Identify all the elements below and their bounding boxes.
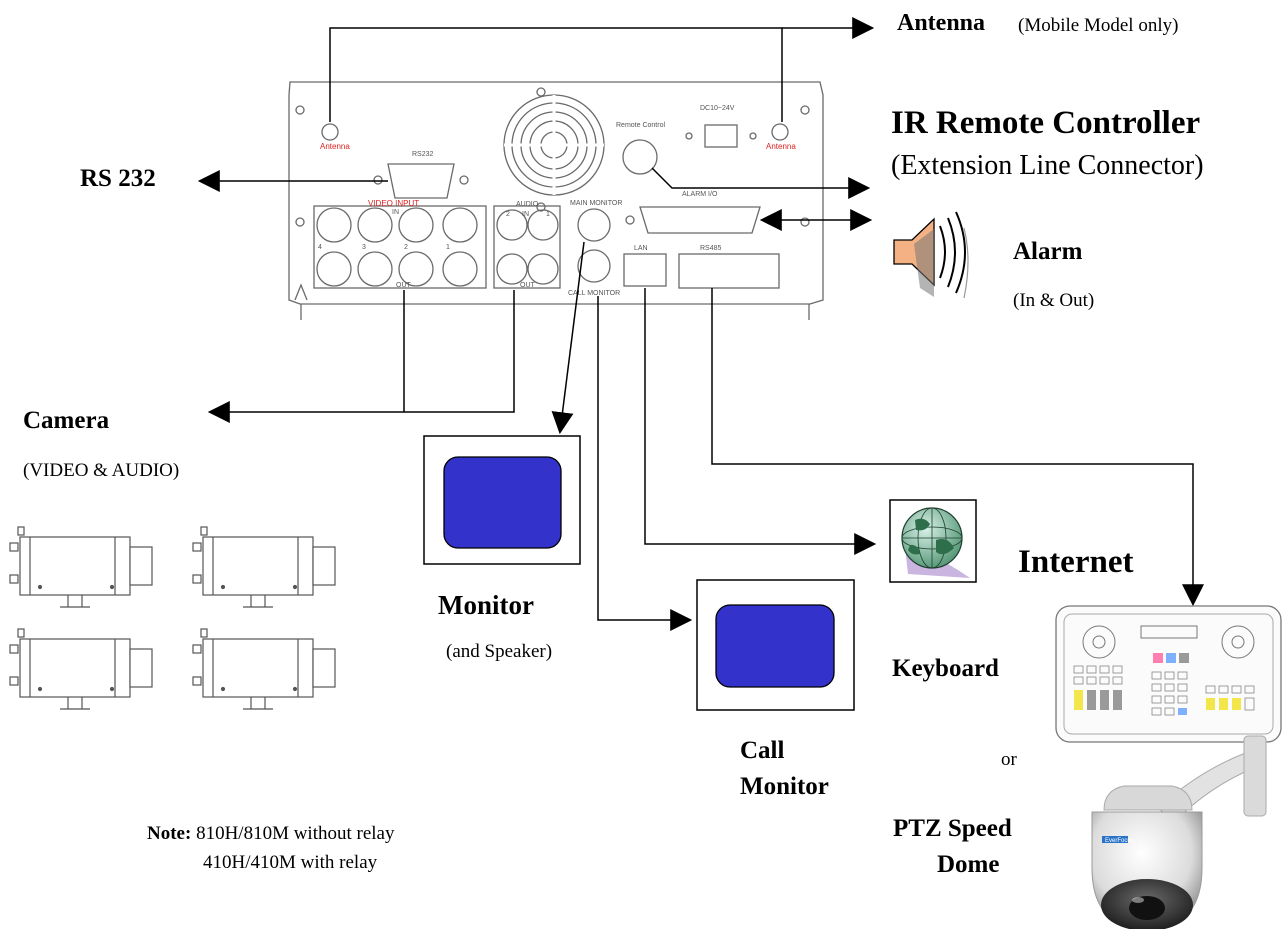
panel-main-monitor-label: MAIN MONITOR bbox=[570, 200, 622, 207]
ptz-speed-dome-icon: EverFocus bbox=[1091, 735, 1267, 929]
camera-icon bbox=[9, 526, 153, 608]
alarm-sublabel: (In & Out) bbox=[1013, 290, 1095, 311]
panel-dc-label: DC10~24V bbox=[700, 105, 735, 112]
call-monitor-icon bbox=[696, 579, 855, 711]
panel-video-out-label: OUT bbox=[396, 282, 412, 289]
keyboard-controller-icon bbox=[1055, 605, 1282, 743]
connection-lines bbox=[197, 17, 1204, 631]
camera-icon bbox=[192, 628, 336, 710]
panel-antenna-left-label: Antenna bbox=[320, 142, 350, 151]
panel-video-num: 3 bbox=[362, 244, 366, 251]
note-text-1: 810H/810M without relay bbox=[196, 823, 395, 844]
keyboard-label: Keyboard bbox=[892, 655, 999, 682]
panel-audio-num: 1 bbox=[546, 211, 550, 218]
panel-rs232-label: RS232 bbox=[412, 151, 434, 158]
panel-video-num: 2 bbox=[404, 244, 408, 251]
ir-remote-sublabel: (Extension Line Connector) bbox=[891, 150, 1204, 181]
panel-video-input-label: VIDEO INPUT bbox=[368, 199, 419, 208]
monitor-sublabel: (and Speaker) bbox=[446, 641, 553, 662]
ptz-label-line1: PTZ Speed bbox=[893, 815, 1012, 842]
antenna-line bbox=[329, 27, 783, 122]
panel-video-num: 4 bbox=[318, 244, 322, 251]
panel-rs485-label: RS485 bbox=[700, 245, 722, 252]
note-line-1: Note: 810H/810M without relay bbox=[147, 823, 395, 845]
panel-video-in-label: IN bbox=[392, 209, 399, 216]
lan-internet-arrow bbox=[644, 288, 877, 555]
dvr-rear-panel bbox=[288, 81, 824, 320]
svg-text:EverFocus: EverFocus bbox=[1105, 838, 1134, 844]
ir-remote-label: IR Remote Controller bbox=[891, 105, 1201, 141]
camera-sublabel: (VIDEO & AUDIO) bbox=[23, 460, 180, 481]
panel-audio-out-label: OUT bbox=[520, 282, 536, 289]
panel-labels: Antenna Antenna RS232 Remote Control DC1… bbox=[318, 105, 796, 297]
rs232-label: RS 232 bbox=[80, 165, 156, 192]
camera-icon bbox=[9, 628, 153, 710]
panel-antenna-right-label: Antenna bbox=[766, 142, 796, 151]
panel-alarm-io-label: ALARM I/O bbox=[682, 191, 718, 198]
camera-label: Camera bbox=[23, 407, 110, 434]
rs485-keyboard-arrow bbox=[711, 288, 1204, 607]
alarm-label: Alarm bbox=[1013, 238, 1083, 265]
panel-audio-label: AUDIO bbox=[516, 201, 539, 208]
call-monitor-label-line2: Monitor bbox=[740, 773, 829, 800]
call-monitor-arrow bbox=[597, 296, 693, 631]
speaker-icon bbox=[893, 211, 969, 299]
panel-call-monitor-label: CALL MONITOR bbox=[568, 290, 620, 297]
panel-audio-num: 2 bbox=[506, 211, 510, 218]
panel-lan-label: LAN bbox=[634, 245, 648, 252]
monitor-icon bbox=[423, 435, 581, 565]
ir-remote-arrow bbox=[651, 167, 871, 199]
camera-icon bbox=[192, 526, 336, 608]
globe-icon bbox=[889, 499, 977, 583]
note-label: Note: bbox=[147, 823, 192, 844]
ptz-label-line2: Dome bbox=[937, 851, 1000, 878]
camera-icons bbox=[9, 526, 336, 710]
panel-video-num: 1 bbox=[446, 244, 450, 251]
antenna-note: (Mobile Model only) bbox=[1018, 15, 1179, 36]
note-line-2: 410H/410M with relay bbox=[203, 852, 378, 873]
monitor-label: Monitor bbox=[438, 590, 534, 620]
panel-remote-control-label: Remote Control bbox=[616, 122, 665, 129]
or-label: or bbox=[1001, 749, 1017, 770]
main-monitor-arrow bbox=[551, 241, 585, 435]
internet-label: Internet bbox=[1018, 544, 1134, 580]
panel-audio-in-label: IN bbox=[522, 211, 529, 218]
call-monitor-label-line1: Call bbox=[740, 737, 785, 764]
antenna-label: Antenna bbox=[897, 10, 986, 36]
camera-line-audio bbox=[404, 290, 515, 413]
